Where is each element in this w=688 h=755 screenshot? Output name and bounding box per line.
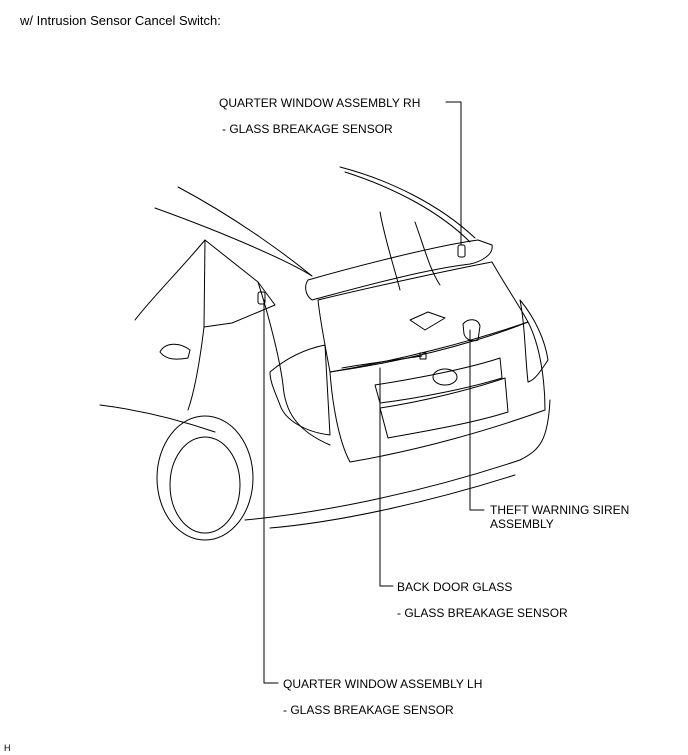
emblem bbox=[432, 368, 458, 386]
glass-reflection-2 bbox=[414, 221, 441, 286]
rear-wheel-arch bbox=[156, 415, 254, 541]
quarter-window-lh-label: QUARTER WINDOW ASSEMBLY LH bbox=[283, 677, 483, 691]
body-side-top bbox=[99, 404, 216, 433]
roof-line bbox=[154, 207, 313, 277]
rear-bumper bbox=[244, 399, 551, 521]
roof-rail bbox=[177, 186, 313, 277]
quarter-window-rh-sensor-label: - GLASS BREAKAGE SENSOR bbox=[222, 122, 393, 136]
roof-rear-line-2 bbox=[344, 171, 471, 243]
side-window-front bbox=[134, 239, 206, 321]
siren-unit bbox=[462, 319, 481, 342]
bumper-lower bbox=[269, 474, 516, 529]
door-trim bbox=[379, 377, 509, 439]
back-door-glass-sensor-wire bbox=[341, 355, 423, 369]
spoiler bbox=[305, 239, 493, 301]
back-door-lower bbox=[329, 321, 546, 463]
quarter-lh-sensor bbox=[257, 291, 266, 305]
back-door-glass bbox=[317, 261, 529, 373]
back-door-sensor bbox=[419, 352, 427, 360]
rear-wheel bbox=[169, 436, 241, 534]
rear-quarter bbox=[257, 281, 331, 446]
mirror bbox=[159, 343, 191, 360]
glass-reflection bbox=[379, 211, 401, 291]
leader-quarter-lh bbox=[263, 299, 279, 684]
side-window-rear bbox=[203, 239, 276, 328]
wiper-area bbox=[409, 311, 446, 331]
license-area bbox=[374, 357, 503, 404]
quarter-rh-sensor bbox=[457, 244, 466, 258]
back-door-glass-sensor-label: - GLASS BREAKAGE SENSOR bbox=[397, 606, 568, 620]
theft-warning-siren-label: THEFT WARNING SIREN ASSEMBLY bbox=[490, 503, 630, 531]
back-door-glass-label: BACK DOOR GLASS bbox=[397, 580, 513, 594]
roof-rear-line bbox=[339, 166, 476, 239]
figure-code: H bbox=[4, 743, 11, 753]
leader-siren bbox=[469, 329, 485, 511]
quarter-window-lh-sensor-label: - GLASS BREAKAGE SENSOR bbox=[283, 703, 454, 717]
tail-lamp-right bbox=[519, 299, 549, 383]
leader-back-door bbox=[379, 367, 394, 587]
leader-quarter-rh bbox=[445, 101, 462, 246]
diagram-heading: w/ Intrusion Sensor Cancel Switch: bbox=[20, 13, 221, 28]
b-pillar bbox=[187, 326, 205, 411]
quarter-window-rh-label: QUARTER WINDOW ASSEMBLY RH bbox=[219, 96, 421, 110]
tail-lamp-left bbox=[269, 344, 331, 436]
